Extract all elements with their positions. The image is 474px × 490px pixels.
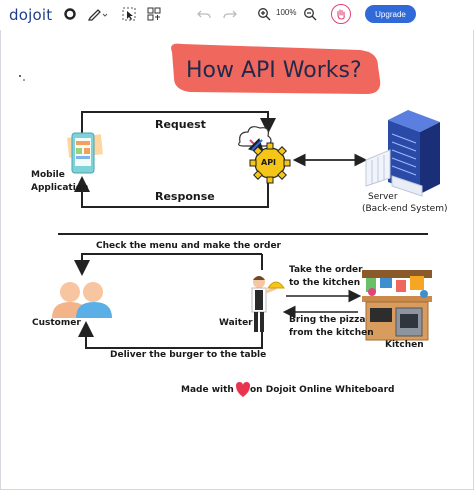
bring-pizza-label-line1: Bring the pizza	[289, 315, 366, 325]
app-logo[interactable]: dojoit	[9, 6, 53, 24]
kitchen-icon	[362, 270, 432, 341]
kitchen-label: Kitchen	[385, 340, 424, 350]
zoom-level[interactable]: 100%	[276, 8, 297, 17]
customer-icon	[52, 282, 112, 318]
waiter-label: Waiter	[219, 318, 253, 328]
zoom-in-icon[interactable]	[256, 4, 272, 24]
order-arrow	[74, 253, 262, 276]
top-toolbar: dojoit 100% Upgrade	[0, 0, 474, 30]
hand-icon[interactable]	[331, 4, 351, 24]
heart-icon	[236, 382, 250, 397]
diagram-drawing	[19, 43, 440, 397]
circle-icon[interactable]	[60, 4, 80, 24]
upgrade-button[interactable]: Upgrade	[365, 5, 416, 23]
server-label-line1: Server	[368, 192, 398, 202]
title-highlight	[171, 43, 381, 94]
select-icon[interactable]	[120, 4, 138, 24]
request-label: Request	[155, 118, 206, 131]
deliver-burger-label: Deliver the burger to the table	[110, 350, 267, 360]
redo-icon[interactable]	[222, 4, 238, 24]
made-with-text: Made with	[181, 385, 234, 395]
server-label-line2: (Back-end System)	[362, 204, 448, 214]
client-label-line2: Application	[31, 183, 89, 193]
customer-label: Customer	[32, 318, 81, 328]
pen-icon[interactable]	[86, 4, 110, 24]
server-icon	[365, 110, 440, 197]
response-label: Response	[155, 190, 215, 203]
whiteboard-canvas[interactable]: How API Works? Request Response Mobile A…	[0, 30, 474, 490]
take-order-label-line2: to the kitchen	[289, 278, 361, 288]
take-order-label-line1: Take the order	[289, 265, 363, 275]
undo-icon[interactable]	[196, 4, 212, 24]
response-arrow	[74, 176, 269, 208]
client-label-line1: Mobile	[31, 170, 65, 180]
stray-dot	[23, 79, 25, 81]
mobile-app-icon	[67, 132, 103, 174]
api-gear-icon	[238, 126, 291, 184]
bring-pizza-label-line2: from the kitchen	[289, 328, 374, 338]
shapes-icon[interactable]	[145, 4, 165, 24]
check-menu-label: Check the menu and make the order	[96, 241, 281, 251]
dojoit-credit-text: on Dojoit Online Whiteboard	[250, 385, 395, 395]
waiter-icon	[251, 276, 285, 332]
diagram-title: How API Works?	[186, 58, 362, 83]
deliver-arrow	[78, 321, 263, 349]
zoom-out-icon[interactable]	[302, 4, 318, 24]
stray-dot	[19, 75, 21, 77]
api-label: API	[261, 158, 277, 167]
